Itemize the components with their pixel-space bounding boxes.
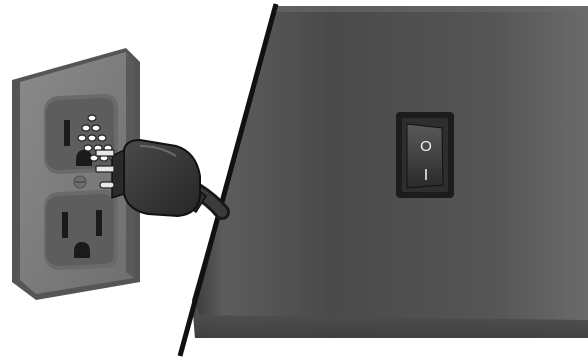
device-side-panel-icon: [180, 4, 588, 356]
switch-on-symbol: I: [424, 167, 428, 184]
switch-off-symbol: O: [420, 138, 432, 155]
upper-receptacle: [44, 94, 118, 174]
lower-receptacle: [44, 190, 118, 270]
rocker-power-switch-icon[interactable]: O I: [396, 112, 454, 198]
